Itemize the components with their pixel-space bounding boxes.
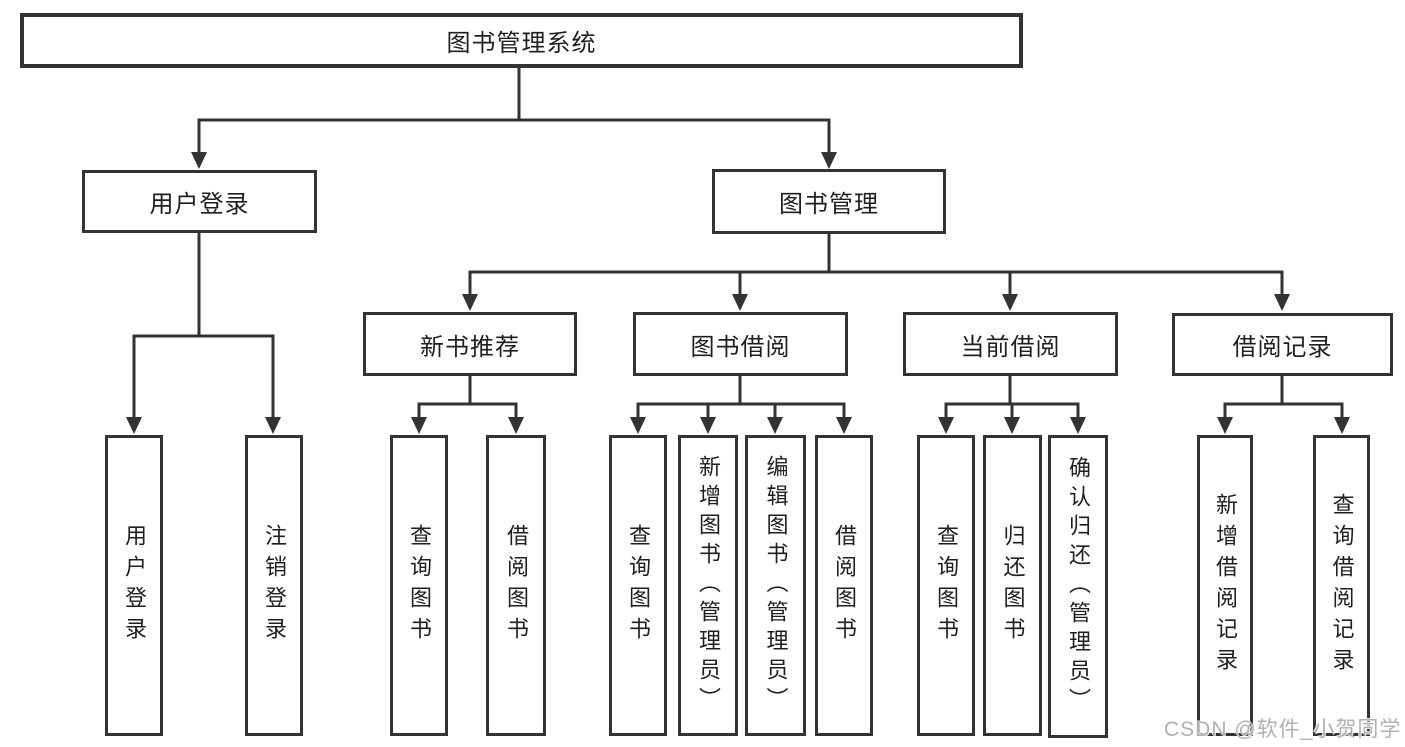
arrowhead-icons [126, 152, 1350, 434]
leaf-user-login: 用户登录 [105, 435, 163, 736]
leaf-add-borrow-record: 新增借阅记录 [1197, 435, 1253, 736]
node-root-label: 图书管理系统 [446, 30, 597, 57]
node-book-borrowing: 图书借阅 [633, 312, 848, 376]
leaf-edit-book-admin-label: 编辑图书（管理员） [763, 455, 789, 716]
leaf-borrowing-borrow-books: 借阅图书 [815, 435, 873, 736]
leaf-add-book-admin-label: 新增图书（管理员） [696, 455, 721, 716]
node-borrowing-records-label: 借阅记录 [1232, 334, 1333, 361]
leaf-confirm-return-admin-label: 确认归还（管理员） [1066, 456, 1091, 717]
leaf-current-query-books: 查询图书 [917, 435, 975, 736]
leaf-return-books: 归还图书 [983, 435, 1042, 736]
leaf-recommend-borrow-books-label: 借阅图书 [504, 523, 529, 648]
leaf-borrowing-borrow-books-label: 借阅图书 [832, 523, 857, 648]
node-current-borrowing-label: 当前借阅 [960, 333, 1061, 361]
node-user-login-label: 用户登录 [149, 191, 250, 218]
node-user-login: 用户登录 [82, 170, 317, 233]
connector-paths [132, 68, 1344, 420]
leaf-recommend-borrow-books: 借阅图书 [486, 435, 546, 736]
node-borrowing-records: 借阅记录 [1172, 313, 1393, 376]
leaf-user-login-label: 用户登录 [122, 523, 147, 648]
leaf-confirm-return-admin: 确认归还（管理员） [1048, 435, 1108, 738]
leaf-borrowing-query-books-label: 查询图书 [626, 523, 651, 648]
leaf-add-borrow-record-label: 新增借阅记录 [1213, 492, 1238, 679]
leaf-recommend-query-books: 查询图书 [390, 435, 448, 736]
node-new-book-recommend: 新书推荐 [363, 312, 577, 376]
node-book-management: 图书管理 [712, 169, 946, 234]
leaf-current-query-books-label: 查询图书 [934, 523, 959, 648]
csdn-watermark: CSDN @软件_小贺同学 [1164, 718, 1402, 741]
node-new-book-recommend-label: 新书推荐 [420, 333, 520, 361]
node-book-borrowing-label: 图书借阅 [690, 333, 791, 361]
leaf-return-books-label: 归还图书 [1000, 523, 1026, 648]
leaf-borrowing-query-books: 查询图书 [609, 435, 667, 736]
node-current-borrowing: 当前借阅 [903, 312, 1118, 376]
leaf-recommend-query-books-label: 查询图书 [407, 523, 432, 648]
leaf-logout: 注销登录 [245, 435, 303, 736]
leaf-edit-book-admin: 编辑图书（管理员） [745, 435, 806, 736]
node-book-management-label: 图书管理 [779, 191, 879, 218]
leaf-query-borrow-record: 查询借阅记录 [1313, 435, 1370, 736]
leaf-add-book-admin: 新增图书（管理员） [678, 435, 738, 736]
leaf-logout-label: 注销登录 [262, 523, 287, 648]
leaf-query-borrow-record-label: 查询借阅记录 [1329, 492, 1355, 679]
node-root-system: 图书管理系统 [20, 13, 1023, 68]
